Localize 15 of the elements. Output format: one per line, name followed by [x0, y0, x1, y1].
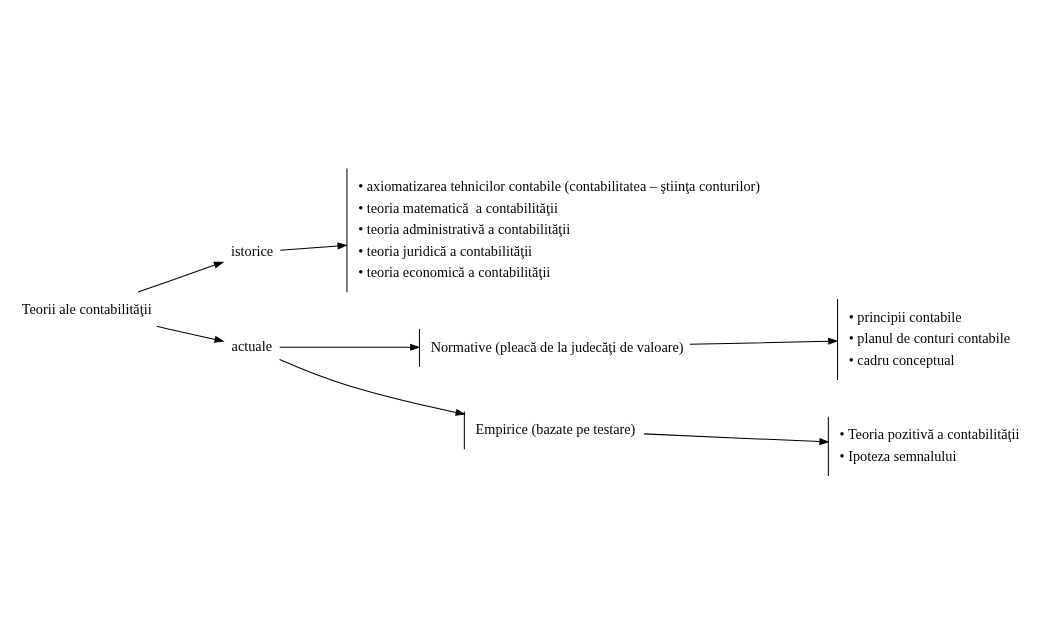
arrow: [279, 343, 421, 351]
arrow: [643, 433, 830, 446]
arrow: [279, 242, 348, 251]
node-text: Empirice (bazate pe testare): [475, 421, 636, 438]
node-text: • axiomatizarea tehnicilor contabile (contabilitatea – ştiinţa conturilor) • teoria matematică a contabilităţii • teoria administrativă a contabilităţii • teoria juridică a contabilităţii • teoria economică a contabilităţii: [358, 178, 761, 281]
arrow: [156, 325, 225, 343]
arrow: [137, 261, 225, 293]
node-text: Teorii ale contabilităţii: [21, 301, 152, 318]
arrow: [279, 359, 466, 416]
node-text: • principii contabile • planul de conturi contabile • cadru conceptual: [848, 308, 1011, 368]
node-text: istorice: [231, 243, 274, 260]
node-text: • Teoria pozitivă a contabilităţii • Ipoteza semnalului: [839, 426, 1020, 464]
node-text: Normative (pleacă de la judecăţi de valoare): [430, 338, 684, 355]
node-text: actuale: [231, 338, 272, 355]
arrow: [689, 337, 839, 345]
